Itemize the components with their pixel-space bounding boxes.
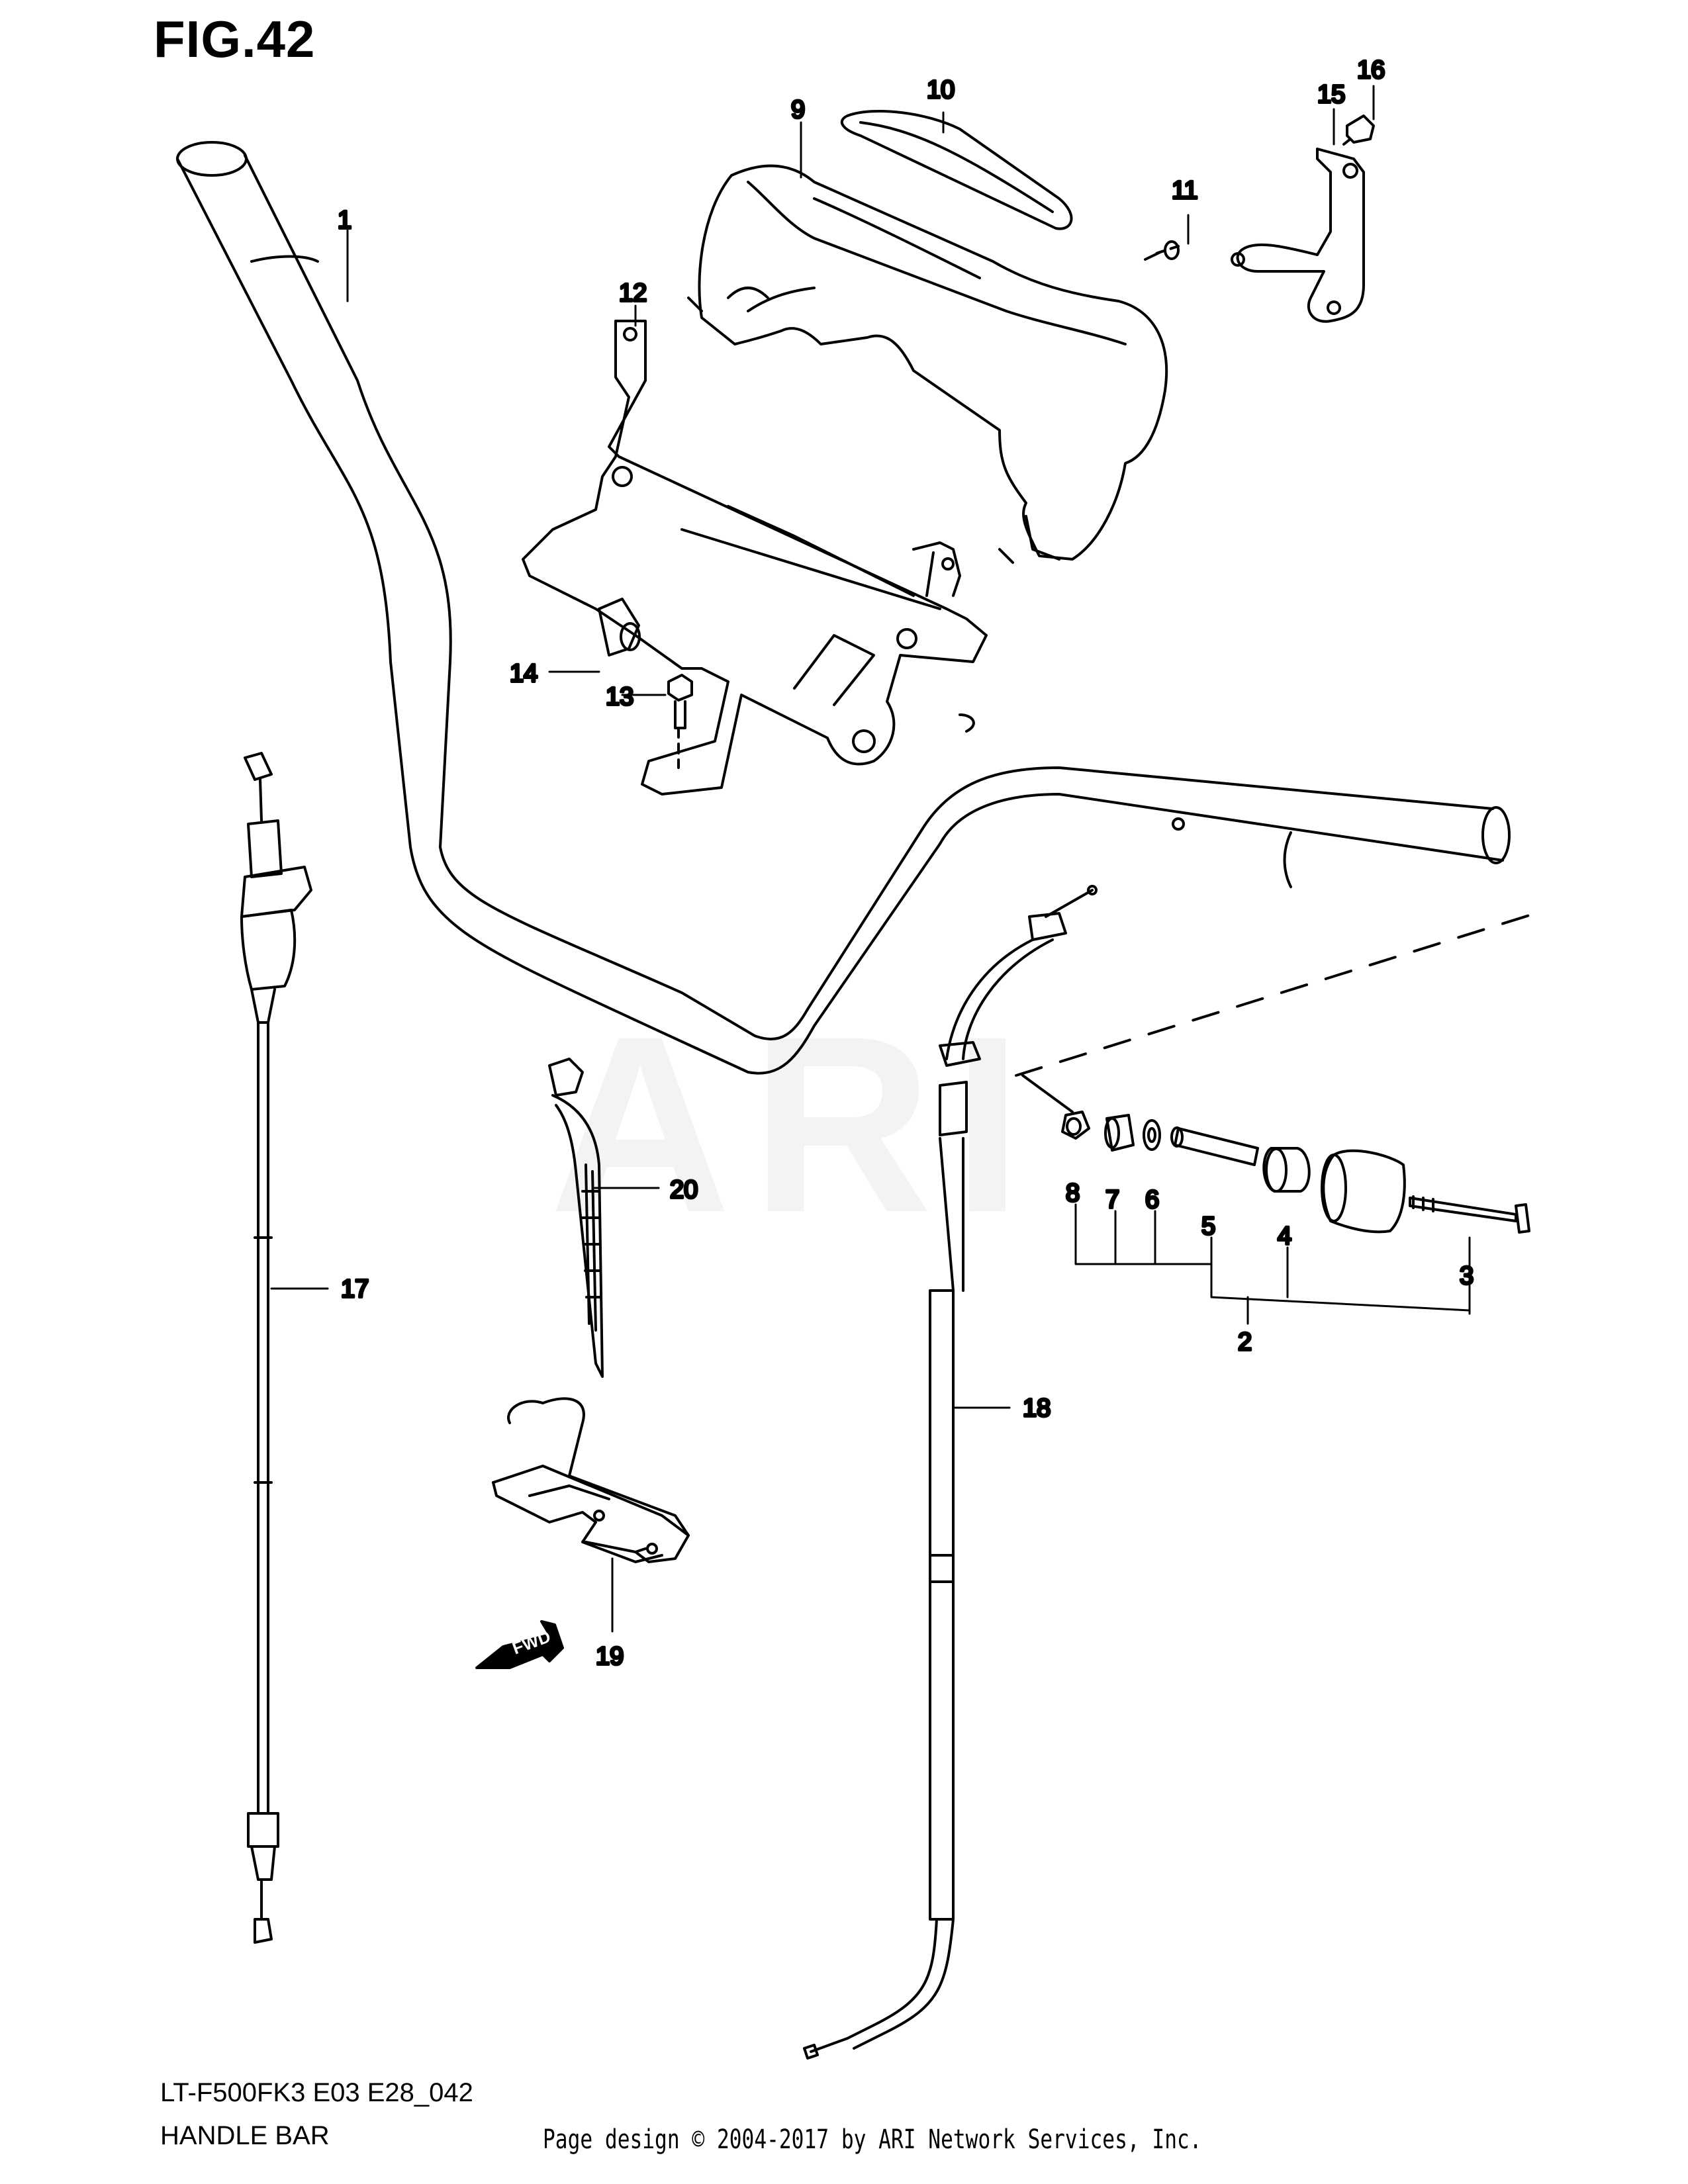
callout-20: 20 <box>670 1176 698 1204</box>
callout-labels: 1 2 3 4 5 6 7 8 9 10 11 12 13 14 15 16 1… <box>336 55 1475 1672</box>
callout-6: 6 <box>1145 1186 1159 1214</box>
cable-18-part[interactable] <box>803 885 1098 2060</box>
leader-lines <box>270 85 1471 1633</box>
callout-10: 10 <box>927 76 955 104</box>
callout-2: 2 <box>1238 1328 1252 1356</box>
collar-14-part[interactable] <box>598 598 641 657</box>
model-code: LT-F500FK3 E03 E28_042 <box>160 2078 473 2107</box>
callout-15: 15 <box>1317 81 1345 109</box>
balancer-weight-4-part <box>1262 1147 1311 1193</box>
callout-14: 14 <box>510 660 538 688</box>
balancer-assembly[interactable] <box>1015 912 1537 1234</box>
callout-4: 4 <box>1278 1222 1291 1250</box>
balancer-spacer-7-part <box>1104 1114 1135 1152</box>
cable-17-part[interactable] <box>240 752 312 1944</box>
callout-12: 12 <box>619 279 647 307</box>
lens-part[interactable] <box>840 110 1073 230</box>
section-name: HANDLE BAR <box>160 2121 330 2150</box>
bolt-16-part[interactable] <box>1342 114 1375 146</box>
callout-11: 11 <box>1172 177 1197 205</box>
callout-7: 7 <box>1105 1186 1119 1214</box>
ari-watermark: ARI <box>549 979 1042 1269</box>
callout-17: 17 <box>341 1275 369 1303</box>
bolt-13-part[interactable] <box>667 674 693 769</box>
figure-title: FIG.42 <box>154 10 316 68</box>
cable-tie-20-part[interactable] <box>548 1058 604 1378</box>
callout-13: 13 <box>606 683 633 711</box>
callout-3: 3 <box>1460 1262 1474 1290</box>
balancer-bolt-3-part <box>1409 1195 1530 1234</box>
copyright-footer: Page design © 2004-2017 by ARI Network S… <box>543 2124 1202 2155</box>
handle-cover-part[interactable] <box>687 164 1168 564</box>
screw-11-part[interactable] <box>1144 240 1180 261</box>
balancer-washer-6-part <box>1143 1119 1161 1151</box>
callout-9: 9 <box>791 96 805 124</box>
callout-18: 18 <box>1023 1394 1051 1422</box>
balancer-nut-8-part <box>1061 1111 1090 1140</box>
callout-5: 5 <box>1201 1212 1215 1240</box>
callout-8: 8 <box>1066 1179 1080 1207</box>
bracket-15-part[interactable] <box>1231 148 1365 323</box>
balancer-end-cap-part <box>1321 1149 1406 1234</box>
callout-19: 19 <box>596 1643 624 1670</box>
handlebar-part[interactable] <box>176 141 1511 1075</box>
balancer-weight-5-part <box>1170 1126 1259 1166</box>
callout-16: 16 <box>1357 56 1385 84</box>
holder-19-part[interactable] <box>492 1397 690 1563</box>
fwd-arrow-icon: FWD <box>475 1620 564 1669</box>
meter-bracket-part[interactable] <box>522 320 988 796</box>
callout-1: 1 <box>338 206 352 234</box>
